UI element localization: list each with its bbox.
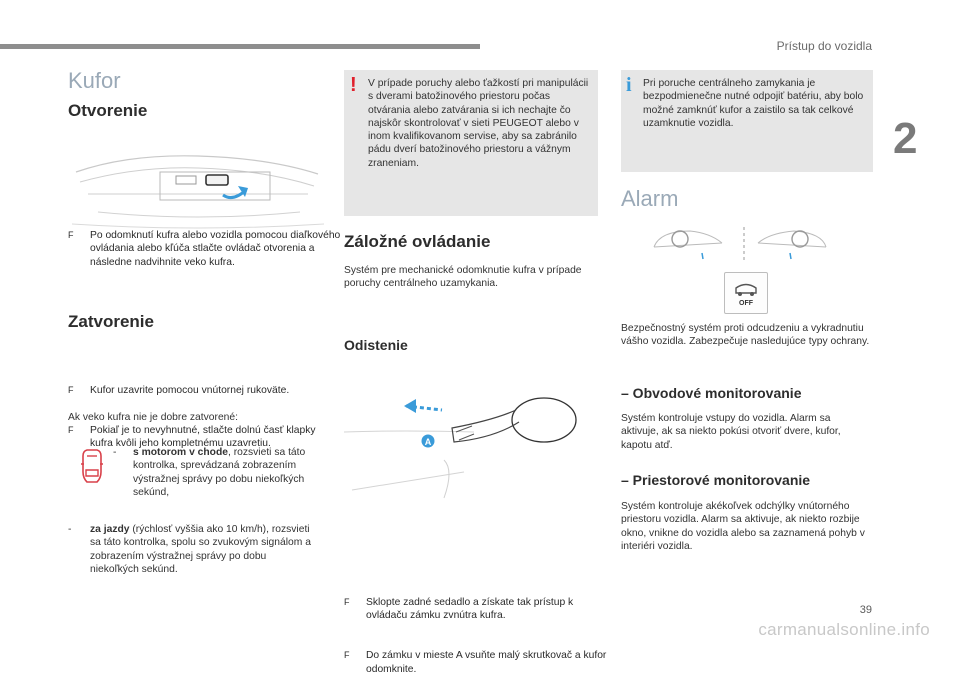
warning-icon: !	[350, 74, 357, 96]
closing-intro: Ak veko kufra nie je dobre zatvorené:	[68, 412, 238, 423]
unlock-bullet-2: F Do zámku v mieste A vsuňte malý skrutk…	[344, 649, 611, 676]
interior-text: Systém kontroluje akékoľvek odchýlky vnú…	[621, 501, 865, 552]
opening-heading: Otvorenie	[68, 101, 148, 120]
manual-unlock-illustration: A	[344, 397, 577, 499]
bullet-marker: F	[68, 384, 74, 395]
off-label: OFF	[739, 300, 754, 307]
chapter-number: 2	[893, 114, 918, 163]
open-trunk-warning-lamp-icon	[81, 449, 103, 483]
perimeter-heading: – Obvodové monitorovanie	[621, 385, 802, 401]
opening-bullet: F Po odomknutí kufra alebo vozidla pomoc…	[68, 229, 350, 269]
unlock-bullet-1-text: Sklopte zadné sedadlo a získate tak prís…	[366, 596, 574, 622]
info-text: Pri poruche centrálneho zamykania je bez…	[643, 78, 864, 129]
alarm-intro: Bezpečnostný systém proti odcudzeniu a v…	[621, 323, 870, 348]
alarm-title: Alarm	[621, 186, 679, 211]
closing-bullet-1-text: Kufor uzavrite pomocou vnútornej rukovät…	[90, 384, 290, 396]
interior-heading: – Priestorové monitorovanie	[621, 472, 811, 488]
unlock-bullet-2-text: Do zámku v mieste A vsuňte malý skrutkov…	[366, 650, 607, 675]
dash-marker: -	[68, 524, 72, 535]
watermark: carmanualsonline.info	[758, 620, 930, 639]
closing-item-engine: s motorom v chode, rozsvieti sa táto kon…	[133, 446, 323, 499]
bullet-marker: F	[68, 425, 74, 436]
closing-item-driving: za jazdy (rýchlosť vyššia ako 10 km/h), …	[90, 523, 314, 576]
section-title: Prístup do vozidla	[776, 39, 872, 53]
closing-item-engine-text: , rozsvieti sa táto kontrolka, sprevádza…	[133, 447, 306, 498]
bullet-marker: F	[68, 230, 74, 240]
page-title: Kufor	[68, 68, 121, 93]
trunk-opening-illustration	[71, 155, 325, 229]
figure-label-badge	[421, 434, 435, 448]
alarm-car-icon: OFF	[735, 283, 757, 307]
unlock-heading: Odistenie	[344, 337, 408, 353]
top-rule	[0, 44, 480, 49]
alarm-sensor-illustration	[653, 227, 827, 261]
closing-item-engine-bold: s motorom v chode	[133, 447, 228, 458]
perimeter-text: Systém kontroluje vstupy do vozidla. Ala…	[621, 413, 841, 451]
backup-text: Systém pre mechanické odomknutie kufra v…	[344, 265, 582, 290]
unlock-bullet-1: F Sklopte zadné sedadlo a získate tak pr…	[344, 596, 611, 623]
info-icon: i	[626, 74, 632, 96]
closing-heading: Zatvorenie	[68, 312, 154, 331]
bullet-marker: F	[344, 650, 350, 661]
opening-bullet-text: Po odomknutí kufra alebo vozidla pomocou…	[90, 230, 341, 268]
closing-bullet-2: F Pokiaľ je to nevyhnutné, stlačte dolnú…	[68, 424, 320, 451]
bullet-marker: F	[344, 596, 350, 607]
alarm-off-button[interactable]: OFF	[724, 272, 768, 314]
page-number: 39	[859, 604, 872, 616]
figure-label-a: A	[425, 437, 432, 447]
closing-bullet-1: F Kufor uzavrite pomocou vnútornej rukov…	[68, 384, 320, 397]
dash-marker: -	[113, 447, 117, 458]
closing-bullet-2-text: Pokiaľ je to nevyhnutné, stlačte dolnú č…	[90, 425, 316, 450]
backup-heading: Záložné ovládanie	[344, 232, 491, 251]
closing-item-driving-bold: za jazdy	[90, 524, 130, 535]
closing-item-driving-text: (rýchlosť vyššia ako 10 km/h), rozsvieti…	[90, 524, 311, 575]
info-box: i Pri poruche centrálneho zamykania je b…	[621, 70, 873, 172]
warning-text: V prípade poruchy alebo ťažkostí pri man…	[368, 78, 589, 169]
warning-box: ! V prípade poruchy alebo ťažkostí pri m…	[344, 70, 598, 216]
